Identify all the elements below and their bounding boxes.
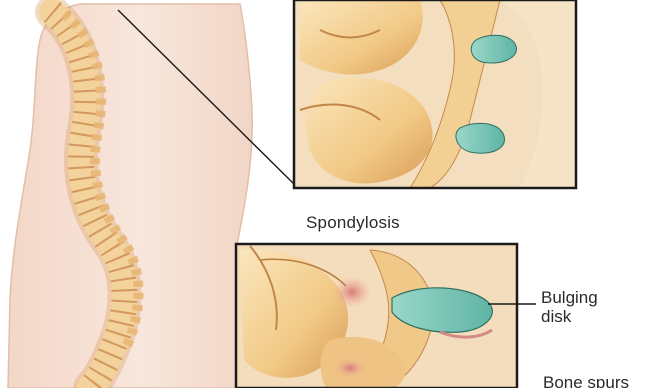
top-inset	[294, 0, 576, 188]
caption-spondylosis: Spondylosis	[306, 213, 400, 233]
bulging-disk-label-line2: disk	[541, 307, 598, 326]
bottom-inset	[236, 244, 517, 388]
bulging-disk-label-line1: Bulging	[541, 288, 598, 307]
bulging-disk-label: Bulging disk	[541, 288, 598, 326]
bone-spurs-label: Bone spurs	[543, 373, 629, 388]
